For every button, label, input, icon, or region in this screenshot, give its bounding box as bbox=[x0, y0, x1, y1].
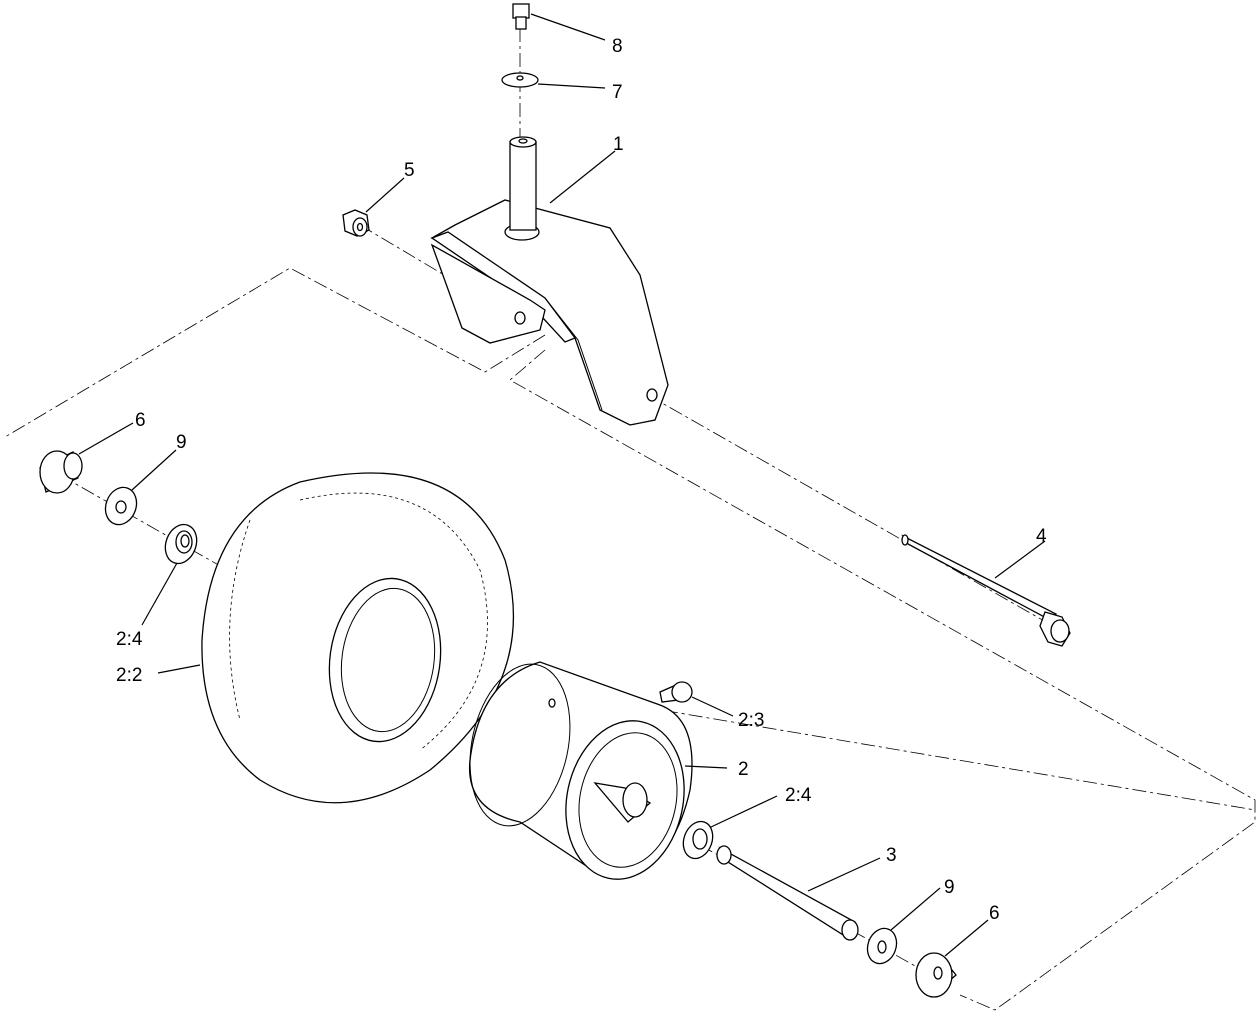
callout-1: 1 bbox=[613, 134, 624, 155]
callout-3: 3 bbox=[886, 845, 897, 866]
assembly-phantom-outline bbox=[4, 267, 1256, 1011]
callout-9-left: 9 bbox=[176, 432, 187, 453]
washer-part-7 bbox=[501, 72, 539, 88]
wheel-rim-part-2 bbox=[468, 661, 693, 880]
nut-part-5 bbox=[342, 209, 370, 237]
callout-6-right: 6 bbox=[989, 903, 1000, 924]
spacer-tube-part-3 bbox=[716, 845, 859, 941]
bearing-part-2-4-left bbox=[164, 523, 198, 565]
bolt-part-8 bbox=[512, 3, 530, 30]
callout-9-right: 9 bbox=[944, 877, 955, 898]
callout-7: 7 bbox=[612, 82, 623, 103]
bearing-part-2-4-right bbox=[682, 820, 714, 860]
bushing-part-6-left bbox=[39, 450, 83, 494]
callout-2-4-left: 2:4 bbox=[116, 629, 143, 650]
callout-labels: 8 7 1 5 6 9 4 2:4 2:2 2:3 2 2:4 3 9 6 bbox=[116, 36, 1047, 924]
callout-8: 8 bbox=[612, 36, 623, 57]
callout-leaders bbox=[78, 13, 1046, 957]
washer-part-9-right bbox=[866, 927, 898, 965]
bushing-part-6-right bbox=[915, 952, 957, 998]
callout-4: 4 bbox=[1036, 526, 1047, 547]
callout-2-3: 2:3 bbox=[738, 710, 764, 731]
axle-bolt-part-4 bbox=[901, 534, 1071, 647]
caster-fork-part-1 bbox=[430, 136, 669, 426]
callout-2: 2 bbox=[738, 759, 749, 780]
callout-2-2: 2:2 bbox=[116, 665, 142, 686]
callout-2-4-right: 2:4 bbox=[785, 785, 812, 806]
tire-part-2-2 bbox=[201, 472, 515, 804]
valve-stem-part-2-3 bbox=[659, 681, 693, 703]
washer-part-9-left bbox=[104, 486, 138, 526]
callout-5: 5 bbox=[404, 160, 415, 181]
callout-6-left: 6 bbox=[135, 410, 146, 431]
